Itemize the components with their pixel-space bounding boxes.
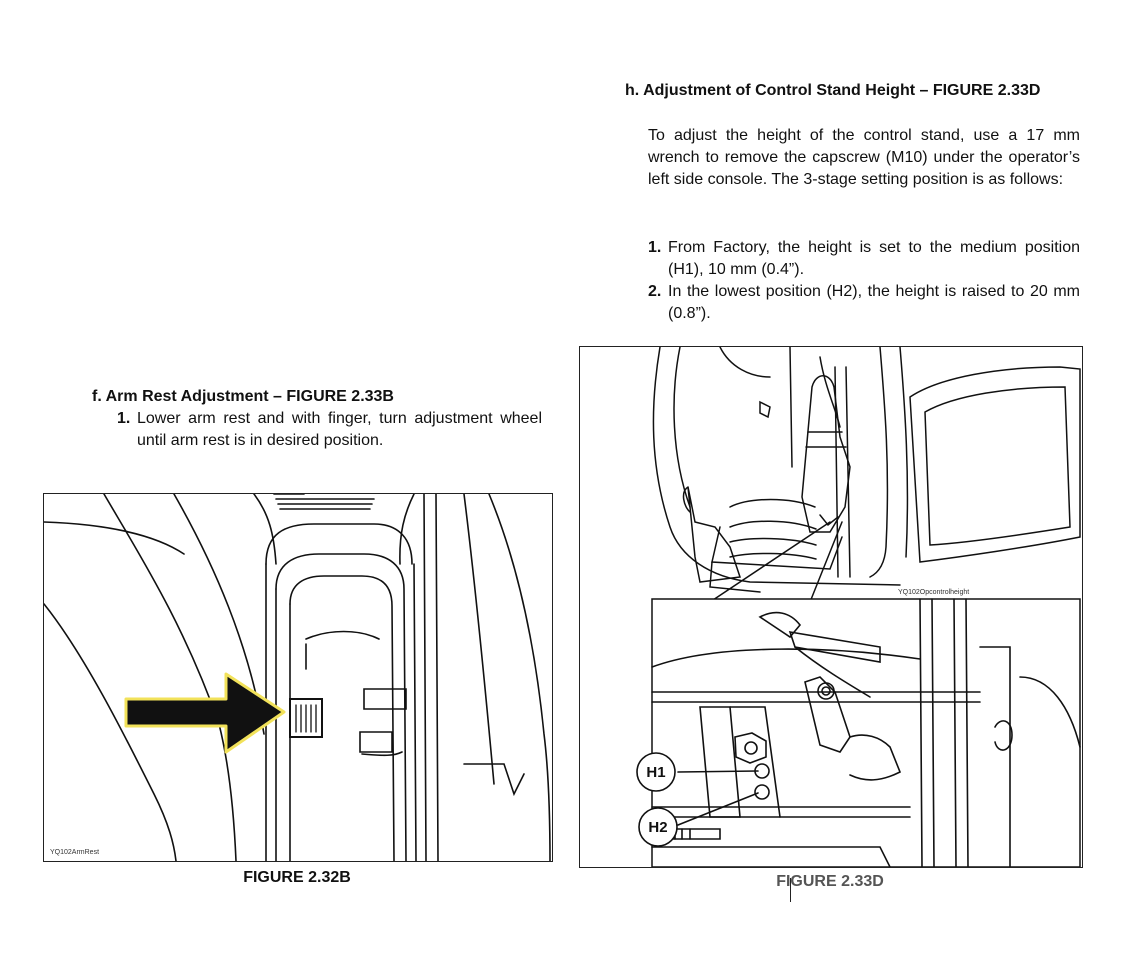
section-h-heading: h. Adjustment of Control Stand Height – … [625,82,1041,99]
callout-h1-badge [636,752,676,792]
figure-control-illustration: YQ102Opcontrolheight [579,346,1083,868]
section-f-step-1: 1. Lower arm rest and with finger, turn … [117,408,542,452]
section-h-intro: To adjust the height of the control stan… [648,127,1080,188]
step-number: 2. [648,283,662,300]
figure-armrest-illustration: YQ102ArmRest [43,493,553,862]
step-number: 1. [648,239,662,256]
step-number: 1. [117,410,131,427]
section-h-step-1: 1. From Factory, the height is set to th… [648,237,1080,281]
step-text: From Factory, the height is set to the m… [668,239,1080,278]
step-text: Lower arm rest and with finger, turn adj… [137,410,542,449]
section-f-heading: f. Arm Rest Adjustment – FIGURE 2.33B [92,388,394,405]
callout-h2-label: H2 [648,819,667,836]
figure-armrest-code: YQ102ArmRest [50,849,100,856]
section-h-step-2: 2. In the lowest position (H2), the heig… [648,281,1080,325]
armrest-line-drawing [44,494,551,861]
callout-h1-label: H1 [646,764,665,781]
figure-armrest-caption: FIGURE 2.32B [243,869,351,886]
pointer-arrow-icon [124,672,286,754]
figure-control-caption: FIGURE 2.33D [776,873,884,890]
caption-marker-line [790,878,791,902]
figure-control-code: YQ102Opcontrolheight [898,589,969,596]
step-text: In the lowest position (H2), the height … [668,283,1080,322]
control-stand-line-drawing: YQ102Opcontrolheight [636,347,1081,867]
callout-h2-badge [638,807,678,847]
